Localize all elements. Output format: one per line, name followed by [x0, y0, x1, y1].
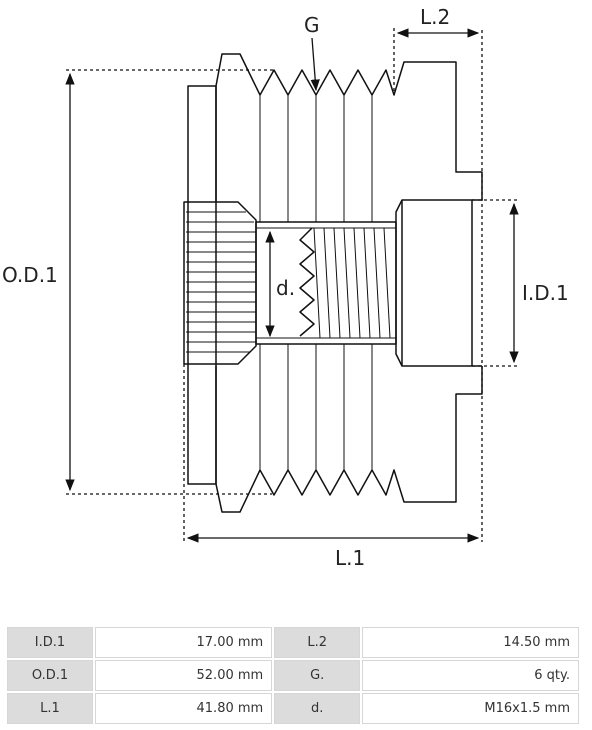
thread-lines — [313, 227, 391, 339]
spec-key: L.2 — [274, 627, 361, 658]
label-l2: L.2 — [420, 5, 450, 29]
spec-value: M16x1.5 mm — [362, 693, 579, 724]
table-row: I.D.1 17.00 mm L.2 14.50 mm — [7, 627, 579, 658]
spec-key: L.1 — [7, 693, 93, 724]
spec-key: O.D.1 — [7, 660, 93, 691]
front-hub — [395, 199, 473, 367]
label-l1: L.1 — [335, 546, 365, 570]
spline-hub — [183, 201, 257, 365]
pulley-body-upper — [215, 53, 483, 202]
rib-lines — [259, 95, 373, 470]
g-leader-line — [310, 37, 320, 92]
spec-key: d. — [274, 693, 361, 724]
label-g: G — [304, 13, 320, 37]
table-row: L.1 41.80 mm d. M16x1.5 mm — [7, 693, 579, 724]
spec-value: 14.50 mm — [362, 627, 579, 658]
label-od1: O.D.1 — [2, 263, 58, 287]
spec-value: 52.00 mm — [95, 660, 273, 691]
pulley-drawing: G O.D.1 I.D.1 L.1 L.2 d. — [2, 5, 569, 570]
label-d: d. — [276, 276, 295, 300]
rear-flange — [187, 85, 217, 485]
spec-key: I.D.1 — [7, 627, 93, 658]
spec-value: 6 qty. — [362, 660, 579, 691]
thread-profile — [299, 227, 315, 337]
pulley-body-lower — [215, 366, 483, 513]
spline-lines — [186, 211, 256, 353]
spec-value: 17.00 mm — [95, 627, 273, 658]
spec-key: G. — [274, 660, 361, 691]
spec-value: 41.80 mm — [95, 693, 273, 724]
table-row: O.D.1 52.00 mm G. 6 qty. — [7, 660, 579, 691]
spec-table: I.D.1 17.00 mm L.2 14.50 mm O.D.1 52.00 … — [5, 625, 581, 726]
label-id1: I.D.1 — [522, 281, 569, 305]
